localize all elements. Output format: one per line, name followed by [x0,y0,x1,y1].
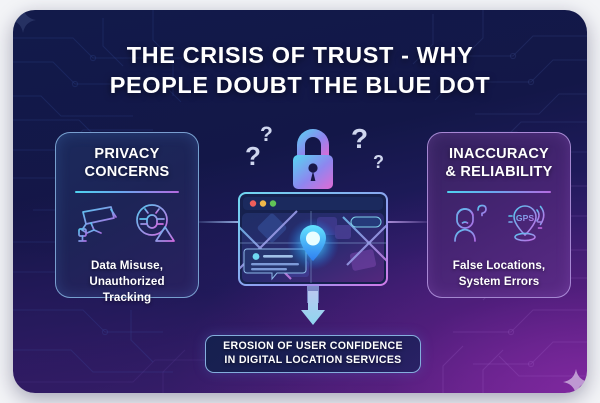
panel-left-heading-line-2: CONCERNS [84,163,170,180]
panel-inaccuracy-reliability[interactable]: INACCURACY & RELIABILITY [427,132,571,298]
window-dot-yellow [259,200,267,207]
location-pin-icon [287,218,339,270]
infographic-card: THE CRISIS OF TRUST - WHY PEOPLE DOUBT T… [13,10,587,393]
svg-text:?: ? [245,141,261,171]
window-dot-red [249,200,257,207]
conclusion-banner-text: EROSION OF USER CONFIDENCE IN DIGITAL LO… [223,340,403,368]
down-arrow-icon [296,291,330,327]
svg-text:?: ? [373,152,384,172]
cctv-camera-icon [77,203,121,248]
map-window-icon [238,192,388,286]
conclusion-banner-line-1: EROSION OF USER CONFIDENCE [223,340,403,353]
panel-left-divider [75,190,179,193]
gps-pin-signal-icon: GPS [505,202,549,249]
corner-sparkle-secondary-icon [13,10,36,33]
corner-sparkle-icon [563,369,587,393]
panel-right-subtext: False Locations, System Errors [452,258,546,288]
confused-person-icon [449,202,491,249]
page-title: THE CRISIS OF TRUST - WHY PEOPLE DOUBT T… [13,40,587,100]
svg-text:?: ? [351,123,368,154]
panel-right-heading-line-1: INACCURACY [449,146,549,162]
svg-text:?: ? [260,123,273,146]
window-dot-green [269,200,277,207]
padlock-icon [293,129,333,189]
malware-bug-warning-icon [135,203,177,248]
panel-left-heading: PRIVACY CONCERNS [65,146,189,182]
panel-right-divider [447,190,551,193]
panel-privacy-concerns[interactable]: PRIVACY CONCERNS [55,132,199,304]
page-title-line-2: PEOPLE DOUBT THE BLUE DOT [109,72,491,99]
question-mark-group: ? ? ? ? [245,123,384,172]
panel-right-icon-row: GPS [437,204,561,248]
gps-label: GPS [516,213,534,223]
conclusion-banner[interactable]: EROSION OF USER CONFIDENCE IN DIGITAL LO… [205,335,421,373]
circuit-pattern-background [13,10,587,393]
panel-right-heading-line-2: & RELIABILITY [445,163,553,180]
panel-left-subtext: Data Misuse, Unauthorized Tracking [89,258,165,304]
conclusion-banner-line-2: IN DIGITAL LOCATION SERVICES [224,354,402,366]
panel-left-icon-row [65,204,189,248]
connector-line-left [199,221,239,223]
page-title-line-1: THE CRISIS OF TRUST - WHY [126,42,474,68]
connector-line-right [387,221,427,223]
panel-right-heading: INACCURACY & RELIABILITY [437,146,561,182]
panel-left-heading-line-1: PRIVACY [94,146,160,162]
center-illustration: ? ? ? ? [231,113,395,303]
